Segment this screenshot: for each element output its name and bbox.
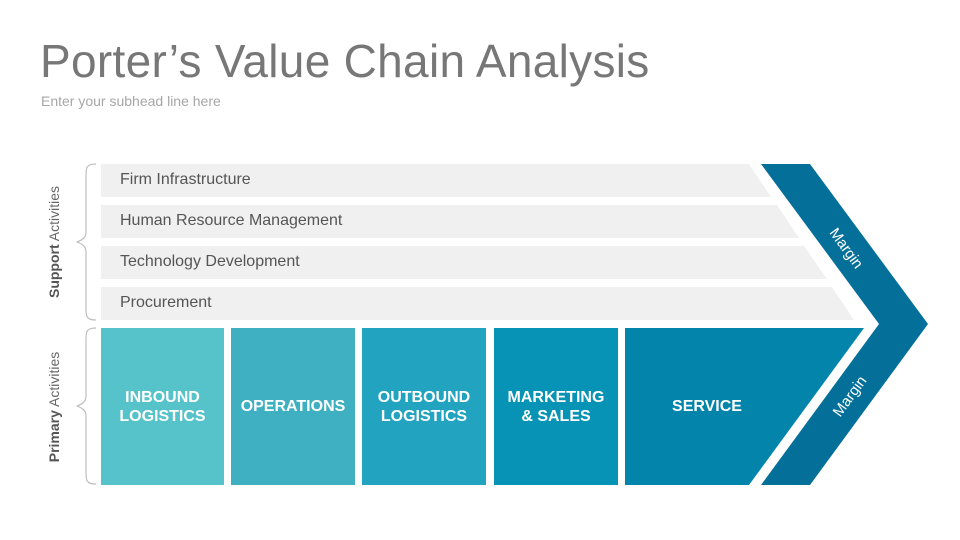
primary-bracket: [75, 327, 97, 485]
support-activities-label: Support Activities: [46, 186, 62, 299]
support-bar-technology: [101, 246, 827, 279]
primary-block-service: [625, 328, 864, 485]
support-activity-label: Firm Infrastructure: [120, 171, 251, 188]
margin-chevron: [761, 164, 928, 485]
primary-block-operations: [231, 328, 355, 485]
primary-block-outbound: [362, 328, 486, 485]
primary-activity-label: MARKETING& SALES: [507, 388, 605, 425]
support-activity-label: Technology Development: [120, 253, 300, 270]
primary-activity-label: SERVICE: [672, 398, 742, 415]
primary-block-marketing: [494, 328, 618, 485]
support-bar-procurement: [101, 287, 854, 320]
support-bar-human-resource: [101, 205, 799, 238]
support-bar-firm-infrastructure: [101, 164, 771, 197]
page-subhead: Enter your subhead line here: [41, 93, 221, 109]
primary-activity-label: OPERATIONS: [240, 398, 346, 415]
support-activity-label: Human Resource Management: [120, 212, 343, 229]
primary-activities-label: Primary Activities: [46, 351, 62, 463]
primary-block-inbound: [101, 328, 224, 485]
support-bracket: [75, 163, 97, 321]
page-title: Porter’s Value Chain Analysis: [40, 35, 650, 87]
support-activity-label: Procurement: [120, 294, 212, 311]
